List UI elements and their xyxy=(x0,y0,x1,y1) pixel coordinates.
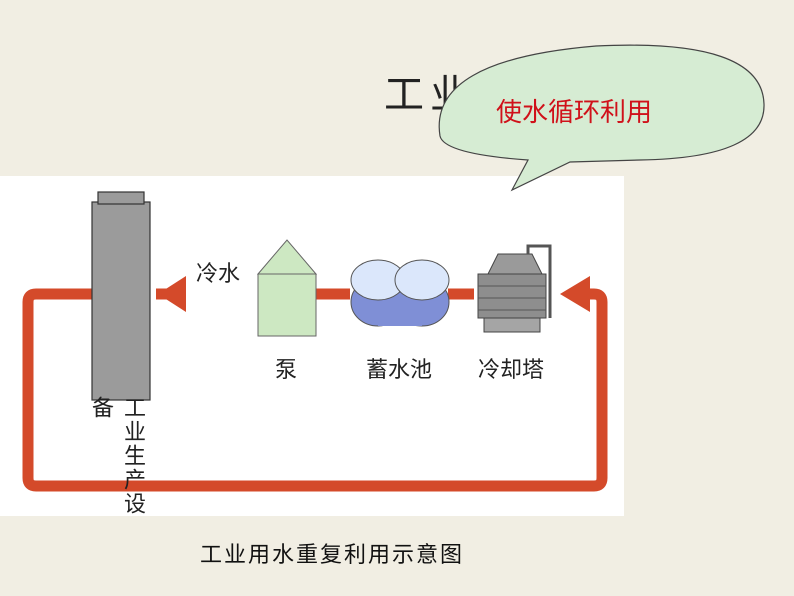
reservoir-label: 蓄水池 xyxy=(366,358,433,383)
pump-icon xyxy=(256,239,318,337)
diagram-graphic xyxy=(22,191,608,492)
equipment-label: 工业生产设备 xyxy=(88,396,145,516)
flow-arrow-left xyxy=(158,276,186,312)
flow-arrow-right xyxy=(560,276,590,312)
reservoir-icon xyxy=(350,259,450,327)
diagram-panel: 工业生产设备 冷水 泵 蓄水池 冷却塔 xyxy=(0,176,624,516)
cooling-tower-icon xyxy=(477,244,552,333)
slide-title: 工业 xyxy=(384,72,476,118)
callout-text: 使水循环利用 xyxy=(496,98,653,128)
cold-water-label: 冷水 xyxy=(196,262,241,287)
diagram-caption: 工业用水重复利用示意图 xyxy=(200,543,465,568)
cooling-tower-label: 冷却塔 xyxy=(478,358,545,383)
equipment-tower xyxy=(91,191,151,401)
pump-label: 泵 xyxy=(275,358,298,383)
